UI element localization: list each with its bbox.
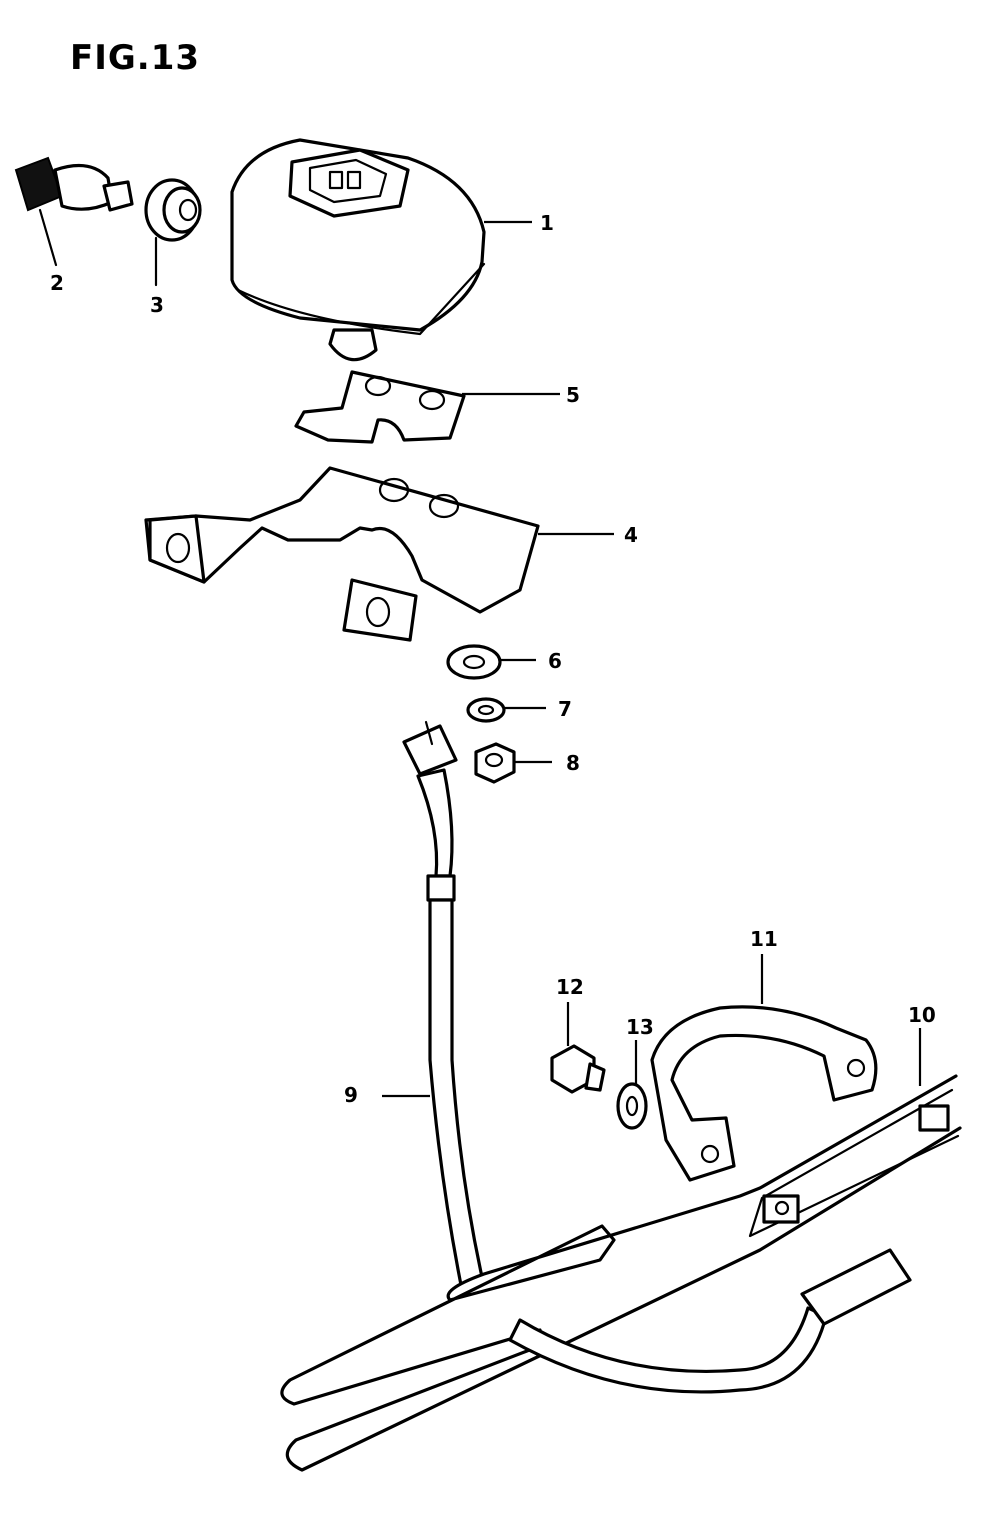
callout-3: 3 — [150, 293, 164, 317]
part-2-switch — [14, 156, 134, 267]
part-9-cable — [382, 720, 486, 1292]
part-6-washer — [446, 644, 536, 680]
callout-13: 13 — [626, 1015, 654, 1039]
part-10-rod — [280, 1028, 962, 1472]
callout-10: 10 — [908, 1003, 936, 1027]
callout-11: 11 — [750, 927, 778, 951]
part-4-bracket — [144, 466, 614, 642]
part-7-lock-washer — [466, 697, 546, 723]
part-1-regulator — [230, 138, 532, 362]
part-8-nut — [474, 742, 552, 784]
callout-labels: 1 2 3 4 5 6 7 8 9 10 11 12 13 — [50, 211, 936, 1107]
figure-title: FIG.13 — [70, 38, 201, 78]
callout-7: 7 — [558, 697, 572, 721]
callout-4: 4 — [624, 523, 638, 547]
part-13-washer — [616, 1040, 648, 1130]
part-5-plate — [294, 370, 560, 444]
callout-5: 5 — [566, 383, 580, 407]
part-11-clamp — [650, 954, 878, 1182]
callout-9: 9 — [344, 1083, 358, 1107]
part-3-grommet — [144, 178, 202, 287]
connector-cable — [508, 1248, 912, 1394]
callout-6: 6 — [548, 649, 562, 673]
callout-1: 1 — [540, 211, 554, 235]
callout-8: 8 — [566, 751, 580, 775]
callout-2: 2 — [50, 271, 64, 295]
callout-12: 12 — [556, 975, 584, 999]
part-12-bolt — [550, 1002, 606, 1094]
